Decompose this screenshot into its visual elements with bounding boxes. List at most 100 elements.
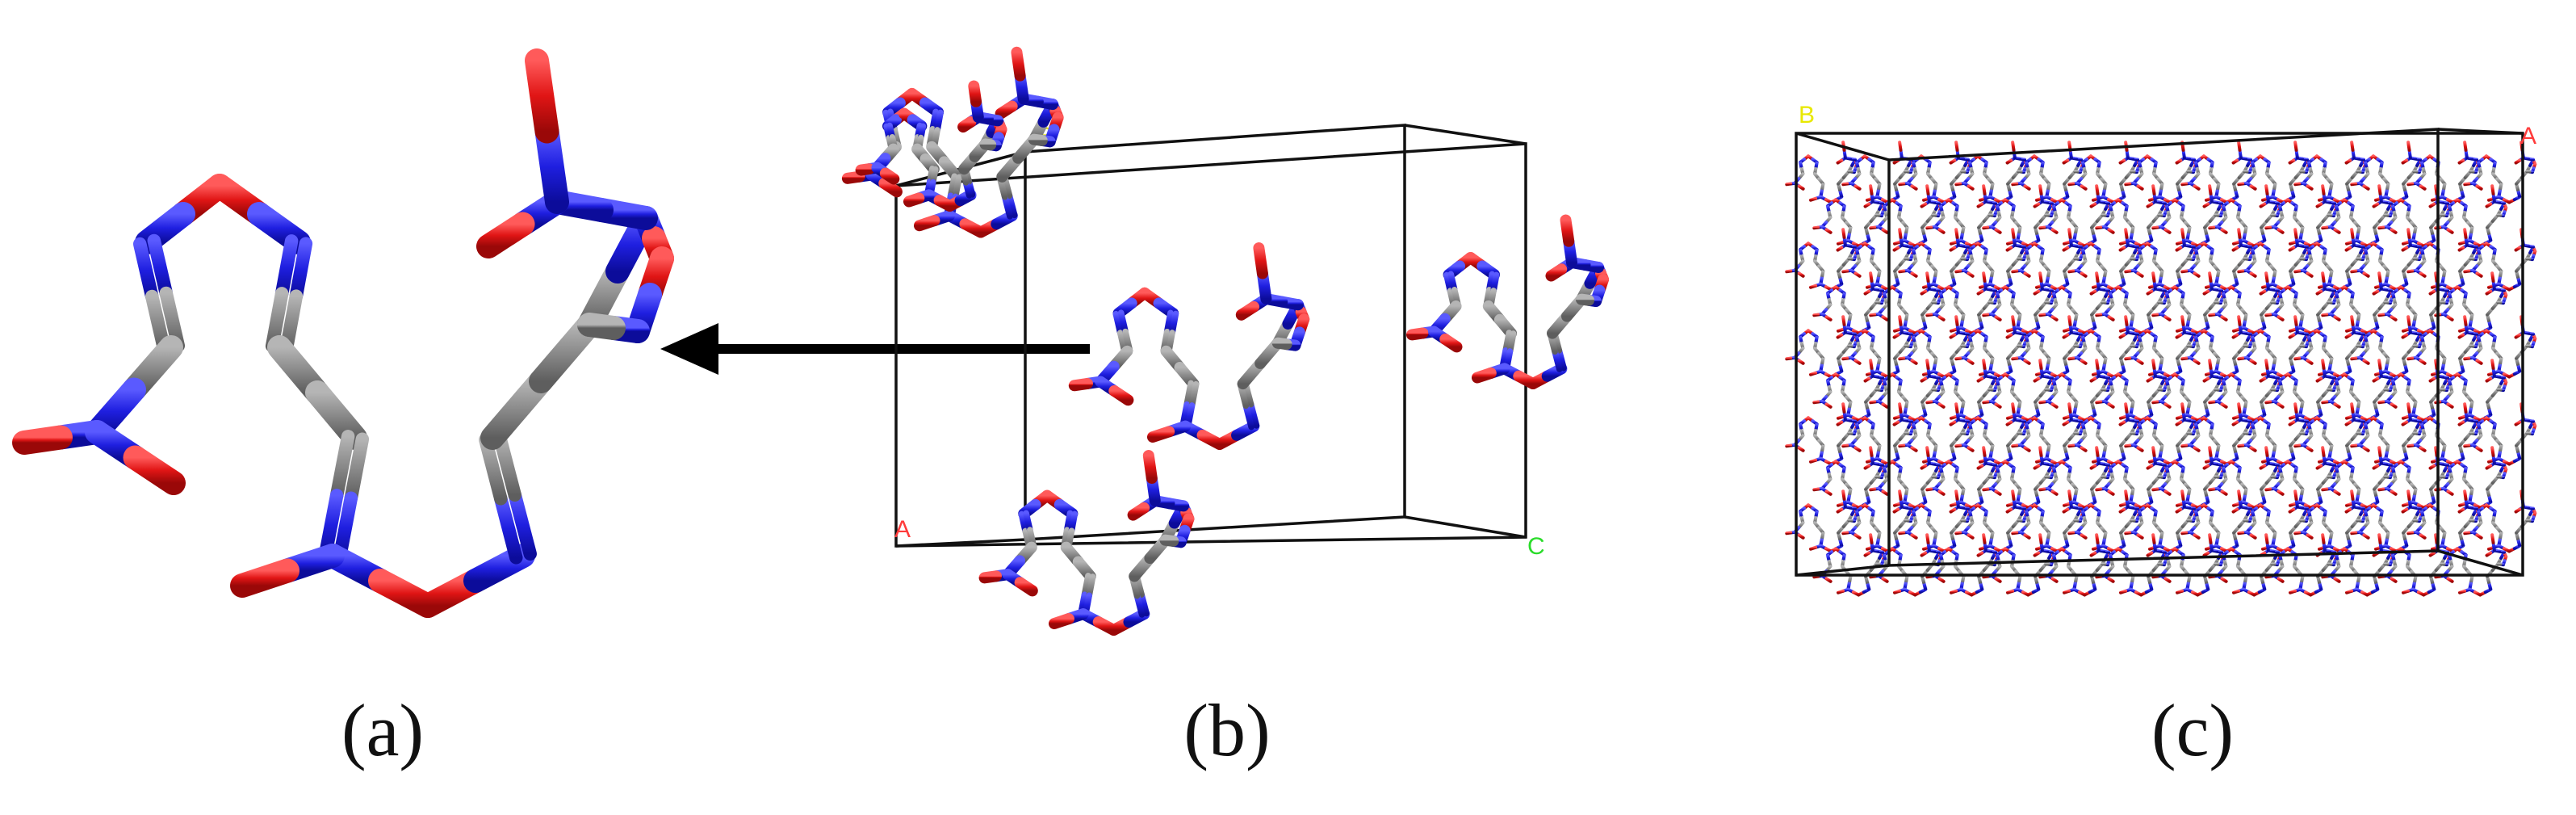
bond-stick (2177, 335, 2181, 338)
bond-stick (1001, 107, 1012, 114)
bond-stick (2025, 360, 2029, 363)
bond-stick (1838, 161, 1842, 163)
bond-stick (1823, 271, 1824, 278)
bond-stick (2460, 242, 2465, 244)
bond-stick (2261, 292, 2265, 294)
bond-stick (1900, 184, 1904, 185)
bond-stick (1936, 271, 1937, 278)
bond-stick (2239, 184, 2243, 185)
bond-stick (2352, 271, 2356, 272)
bond-stick (2121, 422, 2125, 425)
bond-stick (2295, 142, 2296, 150)
bond-stick (2121, 330, 2126, 331)
bond-stick (2364, 360, 2368, 363)
bond-stick (2290, 161, 2294, 163)
bond-stick (1054, 619, 1069, 624)
bond-stick (2234, 248, 2238, 250)
bond-stick (2391, 229, 2395, 232)
bond-stick (2335, 229, 2339, 232)
bond-stick (2331, 446, 2333, 452)
bond-stick (2444, 184, 2446, 191)
bond-stick (1895, 242, 1900, 244)
bond-stick (2472, 228, 2473, 234)
bond-stick (2460, 161, 2464, 163)
bond-stick (2081, 186, 2085, 188)
bond-stick (985, 576, 996, 578)
bond-stick (1963, 228, 1965, 234)
bond-stick (1445, 339, 1456, 347)
bond-stick (2194, 186, 2198, 188)
bond-stick (1826, 404, 1830, 406)
bond-stick (1983, 402, 1987, 403)
bond-stick (2013, 446, 2017, 447)
bond-stick (2069, 184, 2073, 185)
packed-molecule (1814, 360, 1884, 420)
bond-stick (1838, 335, 1842, 338)
bond-stick (1883, 229, 1887, 232)
bond-stick (1823, 184, 1824, 191)
bond-stick (2052, 317, 2056, 319)
bond-stick (2165, 404, 2169, 406)
bond-stick (1927, 228, 1931, 229)
bond-stick (2162, 359, 2163, 365)
bond-stick (1996, 317, 2000, 319)
bond-stick (1826, 317, 1830, 319)
bond-stick (2025, 447, 2029, 450)
bond-stick (1956, 184, 1960, 185)
bond-stick (2403, 248, 2407, 250)
bond-stick (1879, 271, 1881, 278)
bond-stick (2477, 273, 2481, 275)
bond-stick (2266, 186, 2267, 194)
bond-stick (2008, 248, 2012, 250)
bond-stick (2266, 315, 2270, 316)
bond-stick (1968, 360, 1972, 363)
bond-stick (2408, 271, 2412, 272)
bond-stick (2133, 315, 2134, 321)
bond-stick (2266, 228, 2270, 229)
bond-stick (1814, 402, 1818, 403)
bond-stick (2064, 417, 2069, 418)
bond-stick (1814, 228, 1818, 229)
bond-stick (2209, 273, 2210, 281)
bond-stick (1149, 456, 1152, 478)
bond-stick (2092, 379, 2096, 381)
bond-stick (2492, 273, 2493, 281)
bond-stick (2251, 186, 2255, 188)
bond-stick (2153, 228, 2157, 229)
bond-stick (2275, 271, 2277, 278)
bond-stick (2460, 335, 2464, 338)
bond-stick (2331, 271, 2333, 278)
bond-stick (1912, 447, 1916, 450)
bond-stick (2081, 273, 2085, 275)
bond-stick (2266, 273, 2267, 281)
bond-stick (2364, 186, 2368, 188)
bond-stick (2064, 422, 2068, 425)
bond-stick (2008, 161, 2012, 163)
bond-stick (1979, 379, 1983, 381)
bond-stick (1855, 360, 1859, 363)
bond-stick (2444, 359, 2446, 365)
panel-b-unit-cell: A B C (848, 53, 1603, 630)
bond-stick (2182, 271, 2186, 272)
bond-stick (2246, 228, 2247, 234)
molecule (1074, 248, 1304, 444)
bond-stick (2501, 184, 2503, 191)
bond-stick (2295, 229, 2296, 237)
bond-stick (2239, 271, 2243, 272)
bond-stick (2275, 359, 2277, 365)
bond-stick (1799, 273, 1803, 275)
bond-stick (1843, 271, 1847, 272)
bond-stick (1895, 422, 1899, 425)
bond-stick (1956, 404, 1957, 412)
bond-stick (2444, 271, 2446, 278)
bond-stick (2403, 330, 2408, 331)
bond-stick (2182, 404, 2183, 412)
bond-stick (1900, 271, 1904, 272)
bond-stick (2415, 315, 2417, 321)
bond-stick (1936, 184, 1937, 191)
bond-stick (2162, 184, 2163, 191)
bond-stick (2487, 204, 2491, 207)
bond-stick (2049, 271, 2050, 278)
bond-stick (2133, 402, 2134, 409)
bond-stick (1786, 271, 1791, 272)
